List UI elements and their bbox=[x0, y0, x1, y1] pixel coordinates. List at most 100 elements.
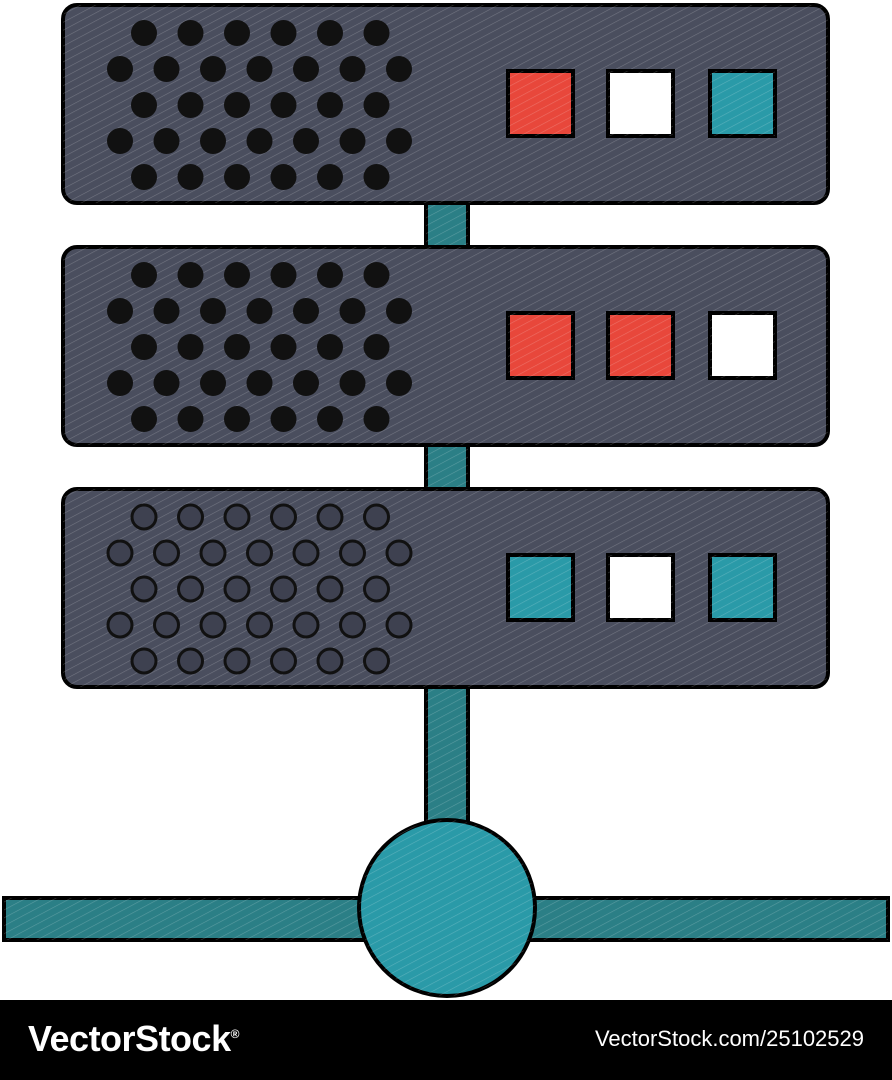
status-light-texture bbox=[508, 313, 573, 378]
vent-hole bbox=[385, 539, 413, 567]
vent-hole bbox=[386, 128, 412, 154]
vent-hole bbox=[317, 406, 343, 432]
vent-hole bbox=[270, 262, 297, 288]
vent-hole bbox=[246, 539, 273, 567]
vent-hole bbox=[385, 611, 413, 639]
vent-hole bbox=[317, 92, 343, 118]
vent-hole bbox=[224, 20, 250, 46]
vent-hole bbox=[223, 575, 251, 603]
vent-hole bbox=[363, 92, 390, 118]
vent-hole bbox=[292, 539, 320, 567]
vent-hole bbox=[131, 20, 157, 46]
vent-hole bbox=[316, 647, 344, 675]
vent-hole bbox=[363, 262, 390, 288]
vent-hole bbox=[107, 370, 133, 396]
server-stack bbox=[61, 3, 830, 689]
vent-hole bbox=[153, 56, 180, 82]
vent-hole bbox=[131, 406, 157, 432]
registered-mark: ® bbox=[230, 1027, 240, 1041]
vent-hole bbox=[363, 647, 390, 675]
server-network-illustration bbox=[2, 3, 890, 998]
vent-hole bbox=[246, 611, 273, 639]
vent-hole bbox=[292, 611, 320, 639]
network-line bbox=[2, 818, 890, 998]
vent-hole bbox=[363, 575, 390, 603]
vent-hole bbox=[177, 20, 204, 46]
vent-hole bbox=[224, 334, 250, 360]
status-light-texture bbox=[710, 71, 775, 136]
vent-hole bbox=[107, 56, 133, 82]
vent-hole bbox=[177, 92, 204, 118]
vent-hole bbox=[177, 262, 204, 288]
server-texture bbox=[63, 5, 828, 203]
vent-hole bbox=[339, 128, 366, 154]
brand-logo: VectorStock® bbox=[28, 1018, 239, 1060]
vent-hole bbox=[130, 647, 158, 675]
vent-hole bbox=[153, 298, 180, 324]
vent-hole bbox=[131, 334, 157, 360]
vent-hole bbox=[270, 503, 297, 531]
vent-hole bbox=[200, 298, 226, 324]
vent-hole bbox=[223, 647, 251, 675]
vent-hole bbox=[131, 92, 157, 118]
vent-hole bbox=[339, 539, 366, 567]
vent-hole bbox=[339, 611, 366, 639]
vent-hole bbox=[270, 647, 297, 675]
vent-hole bbox=[246, 128, 273, 154]
vent-hole bbox=[270, 406, 297, 432]
vent-hole bbox=[177, 334, 204, 360]
vent-hole bbox=[224, 92, 250, 118]
vent-hole bbox=[270, 20, 297, 46]
server-texture bbox=[63, 489, 828, 687]
status-light-texture bbox=[608, 313, 673, 378]
status-light-texture bbox=[508, 555, 573, 620]
vent-hole bbox=[386, 298, 412, 324]
vent-hole bbox=[106, 539, 134, 567]
vent-hole bbox=[130, 575, 158, 603]
server-unit-1 bbox=[61, 3, 830, 205]
vent-hole bbox=[270, 334, 297, 360]
vent-hole bbox=[316, 503, 344, 531]
vent-hole bbox=[177, 647, 204, 675]
status-light-texture bbox=[508, 71, 573, 136]
connector-hatch bbox=[426, 442, 468, 492]
image-id: VectorStock.com/25102529 bbox=[594, 1026, 864, 1051]
brand-name: VectorStock bbox=[28, 1018, 231, 1059]
vent-hole bbox=[339, 56, 366, 82]
status-light-texture bbox=[710, 313, 775, 378]
vent-hole bbox=[270, 164, 297, 190]
vent-hole bbox=[131, 164, 157, 190]
vent-hole bbox=[106, 611, 134, 639]
server-texture bbox=[63, 247, 828, 445]
vent-hole bbox=[317, 262, 343, 288]
vent-hole bbox=[270, 92, 297, 118]
vent-hole bbox=[224, 262, 250, 288]
vent-hole bbox=[107, 298, 133, 324]
vent-hole bbox=[363, 164, 390, 190]
vent-hole bbox=[246, 56, 273, 82]
vent-hole bbox=[199, 539, 227, 567]
vent-hole bbox=[131, 262, 157, 288]
vent-hole bbox=[363, 334, 390, 360]
vent-hole bbox=[224, 406, 250, 432]
vent-hole bbox=[386, 56, 412, 82]
vent-hole bbox=[339, 370, 366, 396]
vent-hole bbox=[107, 128, 133, 154]
connector-hatch bbox=[426, 200, 468, 250]
vent-hole bbox=[317, 164, 343, 190]
vent-hole bbox=[246, 298, 273, 324]
vent-hole bbox=[293, 370, 319, 396]
vent-hole bbox=[223, 503, 251, 531]
vent-hole bbox=[363, 20, 390, 46]
vent-hole bbox=[316, 575, 344, 603]
vent-hole bbox=[177, 503, 204, 531]
network-hub-texture bbox=[359, 820, 535, 996]
vent-hole bbox=[200, 56, 226, 82]
vent-hole bbox=[199, 611, 227, 639]
vent-hole bbox=[224, 164, 250, 190]
vent-hole bbox=[200, 370, 226, 396]
vent-hole bbox=[317, 20, 343, 46]
vent-hole bbox=[386, 370, 412, 396]
status-light-texture bbox=[608, 71, 673, 136]
vent-hole bbox=[363, 503, 390, 531]
